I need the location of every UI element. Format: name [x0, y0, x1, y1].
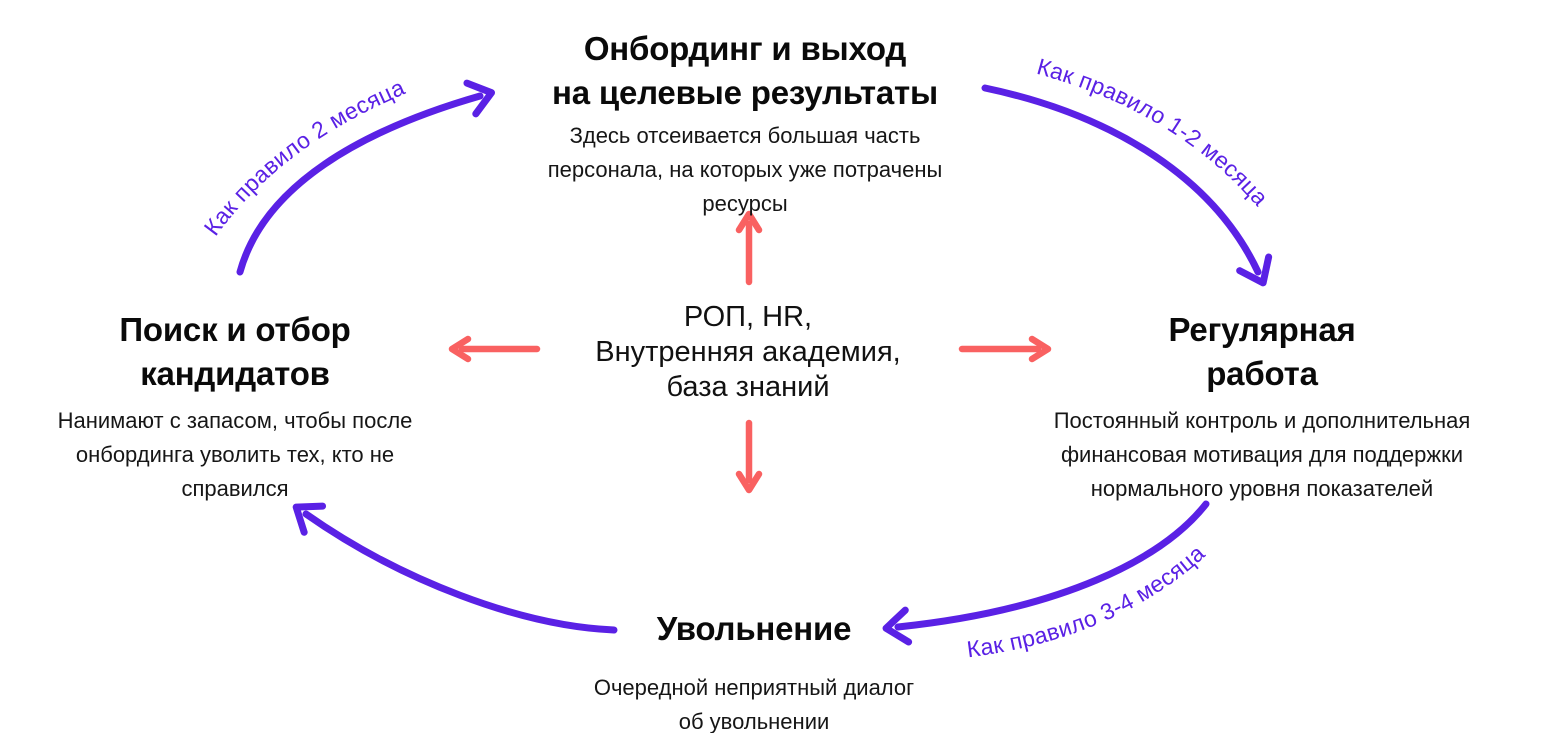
- desc-line: об увольнении: [678, 709, 830, 733]
- desc-line: финансовая мотивация для поддержки: [1060, 442, 1464, 467]
- desc-line: Здесь отсеивается большая часть: [569, 123, 921, 148]
- arrow-onboarding-to-regular: [981, 84, 1273, 287]
- edge-label-search-to-onboarding: Как правило 2 месяца: [199, 74, 409, 240]
- title-line: Регулярная: [1168, 311, 1356, 348]
- arrow-regular-to-dismissal: [882, 500, 1210, 646]
- node-onboarding-title: Онбординг и выход на целевые результаты: [495, 27, 995, 115]
- desc-line: Очередной неприятный диалог: [593, 675, 915, 700]
- edge-label-onboarding-to-regular: Как правило 1-2 месяца: [1034, 53, 1273, 210]
- node-regular-work-title: Регулярная работа: [1022, 308, 1502, 396]
- desc-line: Нанимают с запасом, чтобы после: [57, 408, 413, 433]
- desc-line: персонала, на которых уже потрачены: [547, 157, 943, 182]
- node-search: Поиск и отбор кандидатов Нанимают с запа…: [20, 308, 450, 506]
- node-onboarding: Онбординг и выход на целевые результаты …: [495, 27, 995, 221]
- title-line: кандидатов: [140, 355, 330, 392]
- node-dismissal-description: Очередной неприятный диалог об увольнени…: [544, 671, 964, 733]
- desc-line: справился: [181, 476, 289, 501]
- node-regular-work-description: Постоянный контроль и дополнительная фин…: [1022, 404, 1502, 506]
- node-search-description: Нанимают с запасом, чтобы после онбордин…: [20, 404, 450, 506]
- node-onboarding-description: Здесь отсеивается большая часть персонал…: [495, 119, 995, 221]
- node-regular-work: Регулярная работа Постоянный контроль и …: [1022, 308, 1502, 506]
- desc-line: нормального уровня показателей: [1090, 476, 1434, 501]
- title-line: работа: [1206, 355, 1318, 392]
- arrow-search-to-onboarding: [236, 79, 496, 276]
- title-line: Увольнение: [656, 610, 852, 647]
- center-line: РОП, HR,: [683, 301, 813, 333]
- node-search-title: Поиск и отбор кандидатов: [20, 308, 450, 396]
- desc-line: Постоянный контроль и дополнительная: [1053, 408, 1471, 433]
- title-line: на целевые результаты: [552, 74, 938, 111]
- node-dismissal: Увольнение Очередной неприятный диалог о…: [544, 607, 964, 733]
- arrow-dismissal-to-search: [292, 502, 618, 634]
- center-resources-label: РОП, HR, Внутренняя академия, база знани…: [548, 300, 948, 405]
- center-line: база знаний: [666, 371, 830, 403]
- title-line: Поиск и отбор: [119, 311, 351, 348]
- center-line: Внутренняя академия,: [595, 336, 901, 368]
- desc-line: онбординга уволить тех, кто не: [75, 442, 395, 467]
- title-line: Онбординг и выход: [583, 30, 907, 67]
- desc-line: ресурсы: [702, 191, 788, 216]
- node-dismissal-title: Увольнение: [544, 607, 964, 651]
- edge-label-regular-to-dismissal: Как правило 3-4 месяца: [965, 540, 1209, 663]
